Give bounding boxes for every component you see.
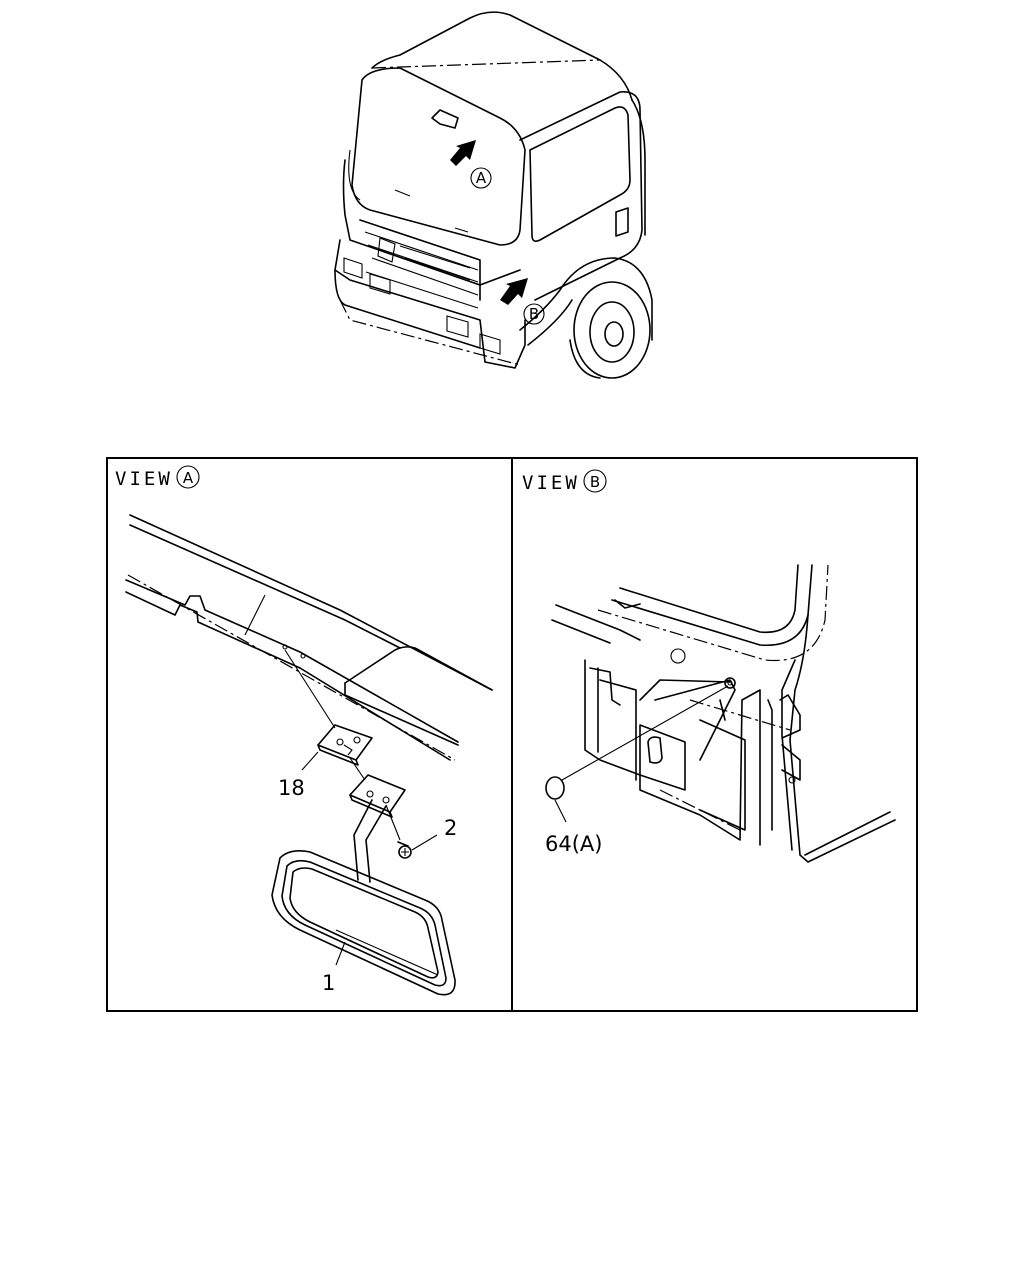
view-a-title: VIEW: [115, 468, 173, 490]
truck-cab-overview: A B: [334, 11, 653, 379]
view-a-panel: VIEW A: [115, 465, 493, 996]
label-part-18: 18: [278, 776, 305, 800]
label-part-2: 2: [444, 816, 457, 840]
view-b-letter: B: [590, 473, 600, 491]
view-b-title: VIEW: [522, 472, 580, 494]
label-part-1: 1: [322, 971, 335, 995]
grommet-part: [545, 776, 565, 800]
view-a-letter: A: [183, 469, 194, 487]
label-part-64a: 64(A): [545, 832, 602, 856]
callout-b-circle: [523, 303, 545, 325]
callout-a-letter: A: [476, 169, 487, 187]
view-b-circle: [583, 469, 607, 493]
callout-a-circle: [470, 167, 492, 189]
view-a-circle: [176, 465, 200, 489]
view-b-panel: VIEW B 64: [522, 469, 896, 863]
callout-b-letter: B: [529, 305, 539, 323]
